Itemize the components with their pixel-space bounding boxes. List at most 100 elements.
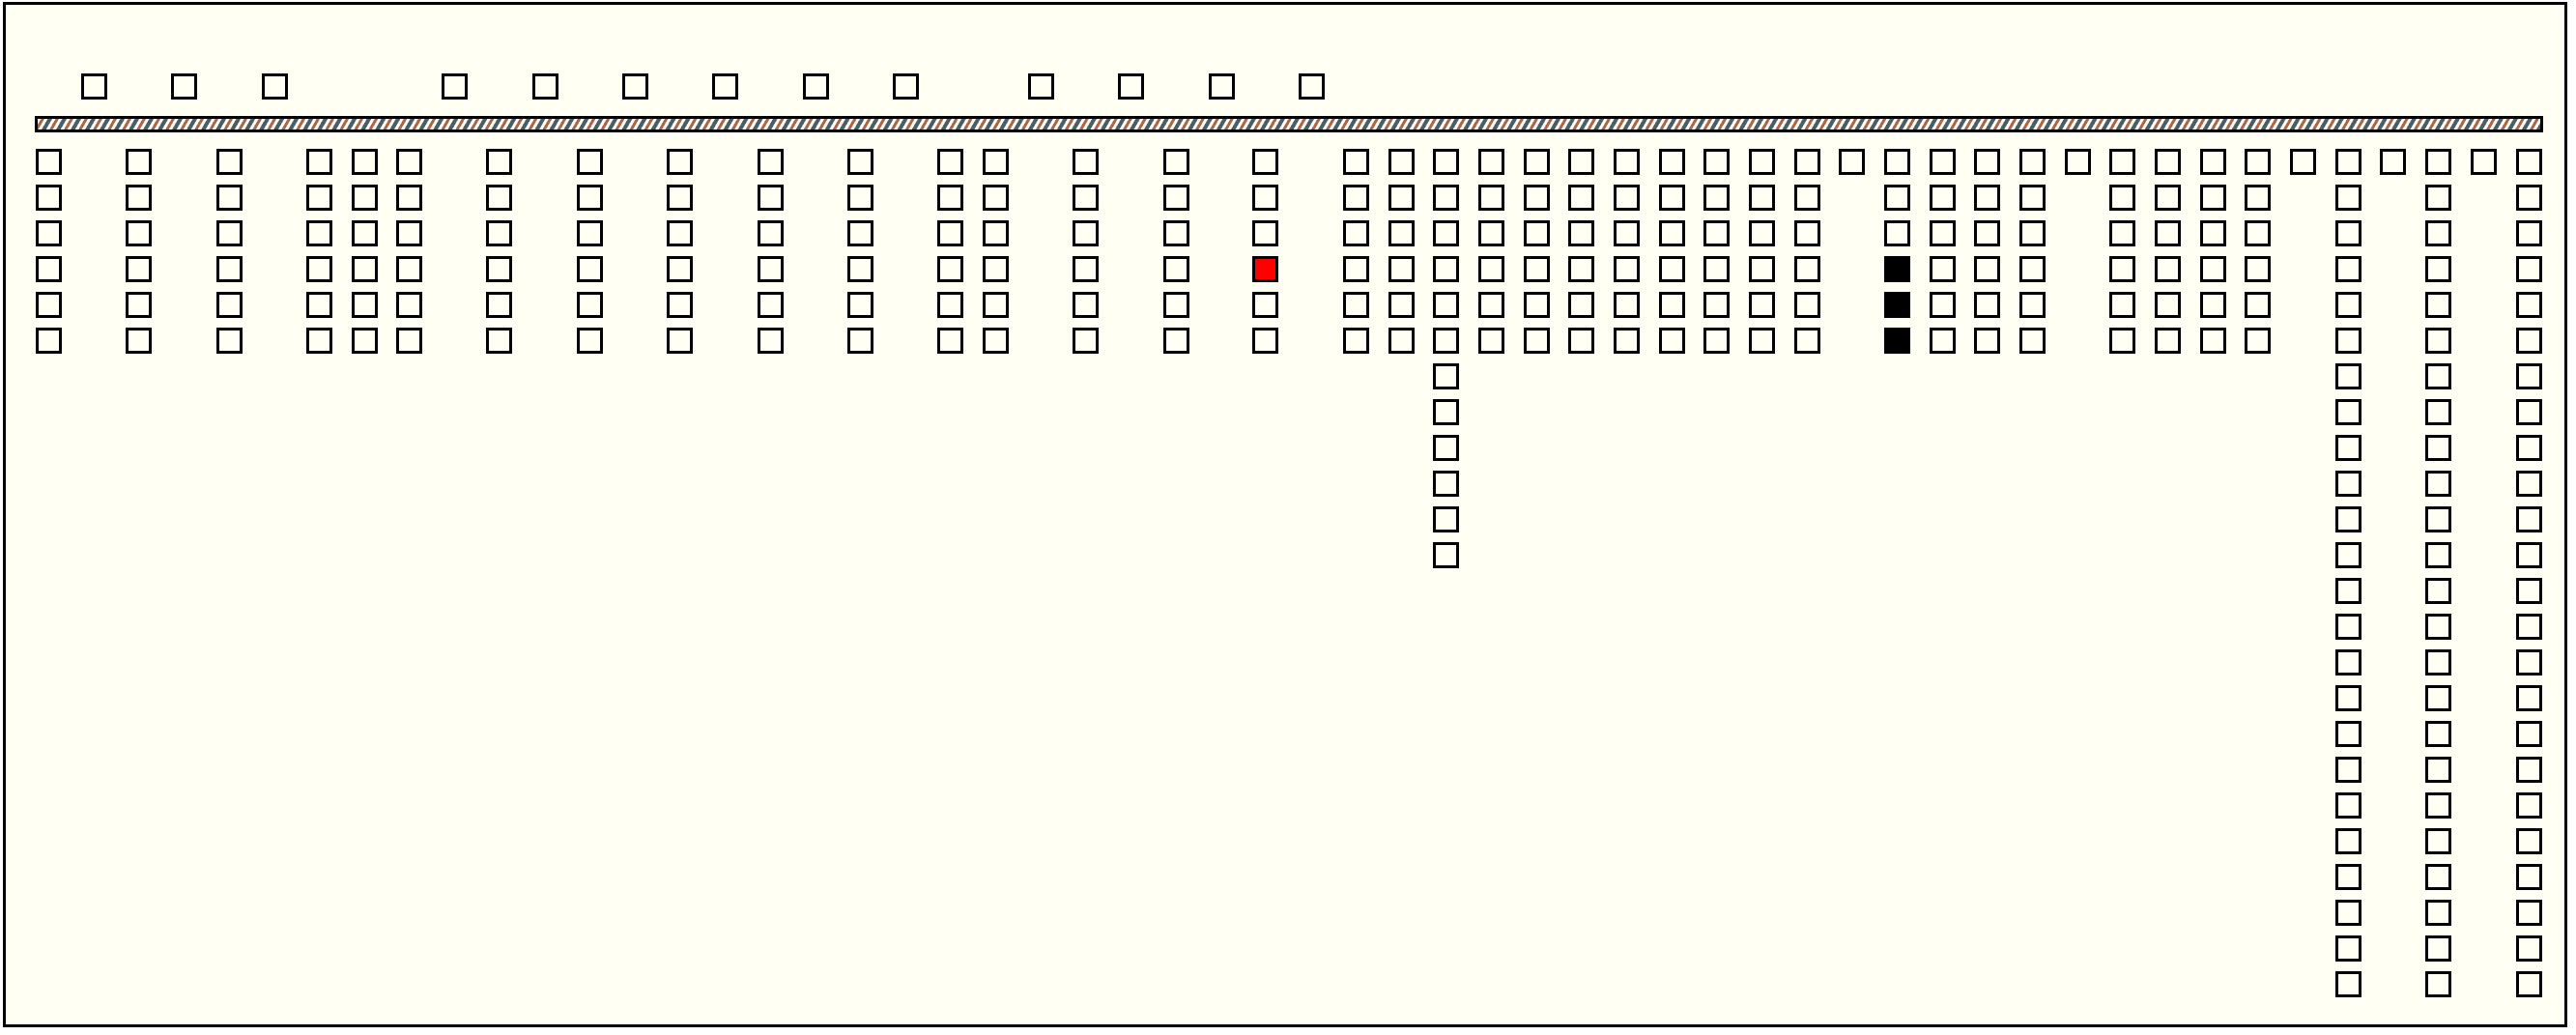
grid-cell[interactable] [1884, 292, 1910, 318]
grid-cell[interactable] [2516, 542, 2542, 568]
grid-cell[interactable] [1794, 256, 1820, 282]
top-cell[interactable] [1299, 73, 1325, 100]
grid-cell[interactable] [1073, 185, 1099, 211]
grid-cell[interactable] [2245, 149, 2271, 175]
grid-cell[interactable] [1884, 220, 1910, 246]
grid-cell[interactable] [1433, 471, 1459, 497]
grid-cell[interactable] [1703, 292, 1730, 318]
grid-cell[interactable] [2425, 935, 2451, 962]
grid-cell[interactable] [1388, 185, 1415, 211]
grid-cell[interactable] [2019, 185, 2046, 211]
grid-cell[interactable] [1749, 328, 1775, 354]
grid-cell[interactable] [2335, 185, 2361, 211]
grid-cell[interactable] [1343, 328, 1369, 354]
grid-cell[interactable] [2335, 649, 2361, 676]
grid-cell[interactable] [1794, 185, 1820, 211]
grid-cell[interactable] [1974, 149, 2000, 175]
grid-cell[interactable] [352, 149, 378, 175]
grid-cell[interactable] [1433, 256, 1459, 282]
grid-cell[interactable] [2155, 149, 2181, 175]
grid-cell[interactable] [2335, 363, 2361, 389]
grid-cell[interactable] [2425, 792, 2451, 819]
grid-cell[interactable] [667, 185, 693, 211]
grid-cell[interactable] [1703, 328, 1730, 354]
grid-cell[interactable] [1614, 149, 1640, 175]
grid-cell[interactable] [2335, 149, 2361, 175]
grid-cell[interactable] [2335, 792, 2361, 819]
top-cell[interactable] [712, 73, 738, 100]
top-cell[interactable] [1209, 73, 1235, 100]
grid-cell[interactable] [486, 328, 512, 354]
grid-cell[interactable] [2425, 435, 2451, 461]
grid-cell[interactable] [2335, 220, 2361, 246]
grid-cell[interactable] [2425, 506, 2451, 532]
grid-cell[interactable] [36, 256, 62, 282]
grid-cell[interactable] [2425, 971, 2451, 997]
grid-cell[interactable] [1252, 220, 1278, 246]
grid-cell[interactable] [577, 185, 603, 211]
grid-cell[interactable] [758, 149, 784, 175]
grid-cell[interactable] [2425, 399, 2451, 425]
grid-cell[interactable] [1524, 185, 1550, 211]
grid-cell[interactable] [2516, 185, 2542, 211]
grid-cell[interactable] [126, 328, 152, 354]
grid-cell[interactable] [2516, 506, 2542, 532]
grid-cell[interactable] [2425, 649, 2451, 676]
grid-cell[interactable] [2516, 149, 2542, 175]
grid-cell[interactable] [1388, 292, 1415, 318]
grid-cell[interactable] [1568, 220, 1594, 246]
grid-cell[interactable] [937, 256, 963, 282]
grid-cell[interactable] [2109, 149, 2135, 175]
top-cell[interactable] [803, 73, 829, 100]
grid-cell[interactable] [2245, 220, 2271, 246]
grid-cell[interactable] [983, 256, 1009, 282]
grid-cell[interactable] [2109, 328, 2135, 354]
grid-cell[interactable] [2335, 292, 2361, 318]
top-cell[interactable] [1118, 73, 1144, 100]
grid-cell[interactable] [2335, 256, 2361, 282]
grid-cell[interactable] [1614, 185, 1640, 211]
grid-cell[interactable] [1659, 292, 1685, 318]
grid-cell[interactable] [1433, 220, 1459, 246]
grid-cell[interactable] [758, 256, 784, 282]
grid-cell[interactable] [486, 256, 512, 282]
grid-cell[interactable] [36, 292, 62, 318]
grid-cell[interactable] [2425, 685, 2451, 711]
grid-cell[interactable] [1930, 328, 1956, 354]
grid-cell[interactable] [577, 149, 603, 175]
grid-cell[interactable] [2516, 471, 2542, 497]
grid-cell[interactable] [352, 220, 378, 246]
top-cell[interactable] [1028, 73, 1054, 100]
grid-cell[interactable] [1343, 256, 1369, 282]
grid-cell[interactable] [1659, 185, 1685, 211]
top-cell[interactable] [532, 73, 558, 100]
grid-cell[interactable] [1614, 328, 1640, 354]
grid-cell[interactable] [2155, 292, 2181, 318]
grid-cell[interactable] [2516, 649, 2542, 676]
grid-cell[interactable] [847, 149, 873, 175]
grid-cell[interactable] [2516, 935, 2542, 962]
grid-cell[interactable] [2425, 363, 2451, 389]
grid-cell[interactable] [352, 256, 378, 282]
grid-cell[interactable] [1163, 185, 1189, 211]
grid-cell[interactable] [2425, 614, 2451, 640]
grid-cell[interactable] [1974, 220, 2000, 246]
grid-cell[interactable] [2155, 185, 2181, 211]
grid-cell[interactable] [1478, 328, 1504, 354]
grid-cell[interactable] [1163, 220, 1189, 246]
grid-cell[interactable] [36, 328, 62, 354]
grid-cell[interactable] [36, 185, 62, 211]
grid-cell[interactable] [1974, 185, 2000, 211]
grid-cell[interactable] [216, 220, 243, 246]
grid-cell[interactable] [1343, 149, 1369, 175]
grid-cell[interactable] [847, 256, 873, 282]
grid-cell[interactable] [2065, 149, 2091, 175]
grid-cell[interactable] [2109, 185, 2135, 211]
grid-cell[interactable] [2425, 292, 2451, 318]
grid-cell[interactable] [2109, 292, 2135, 318]
grid-cell[interactable] [1433, 542, 1459, 568]
grid-cell[interactable] [983, 328, 1009, 354]
grid-cell[interactable] [2335, 757, 2361, 783]
grid-cell[interactable] [1478, 292, 1504, 318]
grid-cell[interactable] [937, 185, 963, 211]
